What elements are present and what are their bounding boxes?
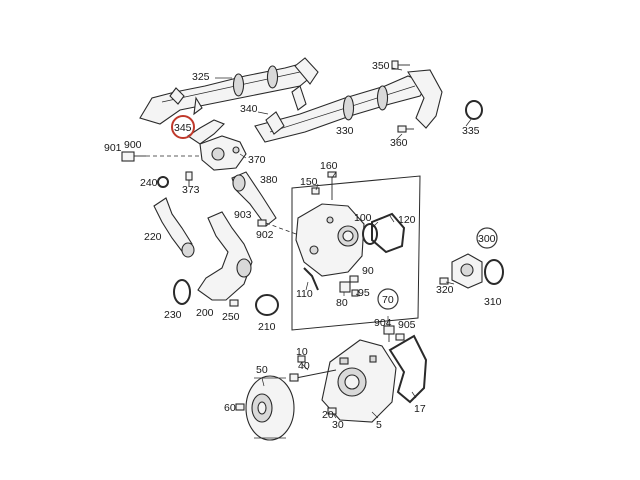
bolt-903-902 xyxy=(257,219,297,235)
highlight-circle-345 xyxy=(171,115,195,139)
label-160: 160 xyxy=(320,160,338,172)
label-230: 230 xyxy=(164,309,182,321)
label-904: 904 xyxy=(374,317,392,329)
label-370: 370 xyxy=(248,154,266,166)
label-5: 5 xyxy=(376,419,382,431)
label-901: 901 xyxy=(104,142,122,154)
callout-circle-300 xyxy=(476,227,498,249)
label-50: 50 xyxy=(256,364,268,376)
coolant-pipe-330 xyxy=(254,69,443,143)
label-902: 902 xyxy=(256,229,274,241)
label-80: 80 xyxy=(336,297,348,309)
housing-frame xyxy=(291,175,421,331)
label-320: 320 xyxy=(436,284,454,296)
seal-ring-335 xyxy=(465,100,483,120)
label-240: 240 xyxy=(140,177,158,189)
gasket-120 xyxy=(371,212,406,254)
bolt-30 xyxy=(327,407,337,415)
label-310: 310 xyxy=(484,296,502,308)
clip-905 xyxy=(395,333,405,341)
sensor-80-95 xyxy=(339,281,359,297)
label-903: 903 xyxy=(234,209,252,221)
callout-circle-70 xyxy=(377,288,399,310)
label-90: 90 xyxy=(362,265,374,277)
label-10: 10 xyxy=(296,346,308,358)
label-40: 40 xyxy=(298,360,310,372)
label-380: 380 xyxy=(260,174,278,186)
label-100: 100 xyxy=(354,212,372,224)
label-900: 900 xyxy=(124,139,142,151)
label-150: 150 xyxy=(300,176,318,188)
clamp-240 xyxy=(157,176,169,188)
bolt-360 xyxy=(397,125,414,133)
bolt-250 xyxy=(229,299,239,307)
label-350: 350 xyxy=(372,60,390,72)
seal-ring-210 xyxy=(255,294,279,316)
bolt-160 xyxy=(327,171,337,200)
hose-220 xyxy=(153,197,195,258)
label-360: 360 xyxy=(390,137,408,149)
label-220: 220 xyxy=(144,231,162,243)
leader-lines xyxy=(215,67,473,419)
label-60: 60 xyxy=(224,402,236,414)
pump-housing-100 xyxy=(295,203,365,277)
coolant-pipe-325 xyxy=(139,57,319,125)
label-20: 20 xyxy=(322,409,334,421)
label-70: 70 xyxy=(382,294,394,306)
hose-380 xyxy=(231,171,277,227)
water-pump-20 xyxy=(321,339,397,423)
bolt-150 xyxy=(311,187,320,195)
label-210: 210 xyxy=(258,321,276,333)
bolt-373 xyxy=(185,171,193,186)
label-905: 905 xyxy=(398,319,416,331)
sensor-90 xyxy=(349,275,359,283)
label-345: 345 xyxy=(174,122,192,134)
sensor-900-901 xyxy=(121,151,200,162)
thermostat-320 xyxy=(439,253,483,289)
pulley-50 xyxy=(245,375,295,441)
hose-200 xyxy=(197,211,253,301)
label-95: 95 xyxy=(358,287,370,299)
label-330: 330 xyxy=(336,125,354,137)
label-300: 300 xyxy=(478,233,496,245)
label-110: 110 xyxy=(296,288,313,300)
gasket-17 xyxy=(388,334,428,404)
label-17: 17 xyxy=(414,403,426,415)
label-325: 325 xyxy=(192,71,210,83)
seal-110 xyxy=(303,267,319,291)
label-200: 200 xyxy=(196,307,214,319)
bolt-40 xyxy=(289,369,337,382)
label-30: 30 xyxy=(332,419,344,431)
label-120: 120 xyxy=(398,214,416,226)
seal-ring-230 xyxy=(173,279,191,305)
thermostat-housing-370 xyxy=(199,135,247,171)
bolt-60 xyxy=(235,403,245,411)
label-250: 250 xyxy=(222,311,240,323)
bolt-10 xyxy=(297,355,306,363)
label-340: 340 xyxy=(240,103,258,115)
seal-ring-310 xyxy=(484,259,504,285)
bolt-350 xyxy=(391,60,410,70)
sensor-904 xyxy=(383,325,395,342)
label-373: 373 xyxy=(182,184,200,196)
label-335: 335 xyxy=(462,125,480,137)
seal-ring-100-small xyxy=(362,223,378,245)
